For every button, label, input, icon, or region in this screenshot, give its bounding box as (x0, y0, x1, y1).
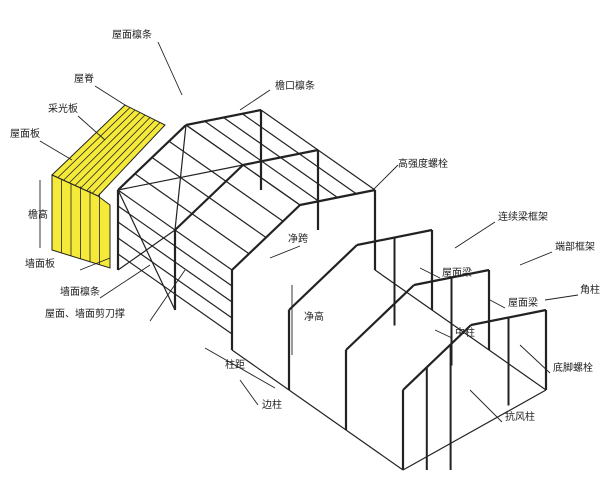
leader-line (99, 264, 151, 299)
panel-rib (68, 112, 141, 184)
roof-beam (242, 148, 319, 167)
panel-rib (80, 117, 151, 189)
roof-beam (185, 108, 262, 127)
roof-beam (174, 164, 244, 231)
leader-line (94, 85, 126, 106)
roof-bracing (174, 124, 187, 231)
panel-rib (91, 122, 161, 194)
roof-beam (288, 244, 358, 311)
label-high-strength-bolt: 高强度螺栓 (398, 159, 448, 170)
floor-edge (402, 389, 547, 471)
label-anchor-bolt: 底脚螺栓 (553, 363, 593, 374)
floor-edge (231, 349, 404, 471)
roof-beam (231, 204, 301, 271)
label-end-frame: 端部框架 (555, 242, 595, 253)
label-roof-purlin: 屋面檩条 (112, 30, 152, 41)
leader-line (469, 389, 503, 423)
roof-beam (402, 324, 472, 391)
label-continuous-frame: 连续梁框架 (498, 212, 548, 223)
leader-line (157, 41, 183, 96)
floor-edge (374, 269, 547, 391)
panel-rib (63, 109, 136, 181)
roof-beam (299, 188, 376, 207)
label-clear-height: 净高 (304, 312, 324, 323)
leader-line (519, 344, 551, 374)
label-eave-height: 檐高 (28, 210, 48, 221)
leader-line (372, 164, 399, 191)
label-middle-column: 中柱 (455, 328, 475, 339)
bay-spacing-dimension (204, 347, 276, 389)
leader-line (149, 269, 186, 322)
leader-line (239, 89, 271, 111)
label-roof-beam-2: 屋面梁 (508, 298, 538, 309)
label-bay-spacing: 柱距 (225, 360, 245, 371)
leader-line (489, 299, 506, 309)
leader-line (544, 294, 579, 301)
roof-beam (117, 124, 187, 191)
panel-rib (74, 114, 146, 186)
roof-beam (345, 284, 415, 351)
leader-line (79, 257, 111, 271)
leader-line (419, 267, 441, 279)
leader-line (239, 379, 259, 406)
label-skylight-panel: 采光板 (48, 104, 78, 115)
panel-rib (57, 107, 131, 178)
label-wind-column: 抗风柱 (505, 412, 535, 423)
leader-line (77, 115, 106, 141)
label-eave-purlin: 檐口檩条 (275, 81, 315, 92)
label-corner-column: 角柱 (580, 285, 600, 296)
leader-line (269, 245, 301, 259)
label-roof-panel: 屋面板 (10, 129, 40, 140)
leader-line (454, 221, 496, 249)
leader-line (39, 140, 73, 161)
wall-bracing (117, 189, 176, 311)
label-clear-span: 净跨 (288, 234, 308, 245)
label-side-column: 边柱 (262, 400, 282, 411)
label-roof-beam-1: 屋面梁 (442, 268, 472, 279)
label-ridge: 屋脊 (74, 74, 94, 85)
panel-rib (86, 119, 156, 192)
label-wall-purlin: 墙面檩条 (60, 287, 100, 298)
label-wall-panel: 墙面板 (25, 259, 55, 270)
leader-line (519, 251, 553, 266)
leader-line (434, 329, 453, 339)
label-bracing: 屋面、墙面剪刀撑 (45, 309, 125, 320)
